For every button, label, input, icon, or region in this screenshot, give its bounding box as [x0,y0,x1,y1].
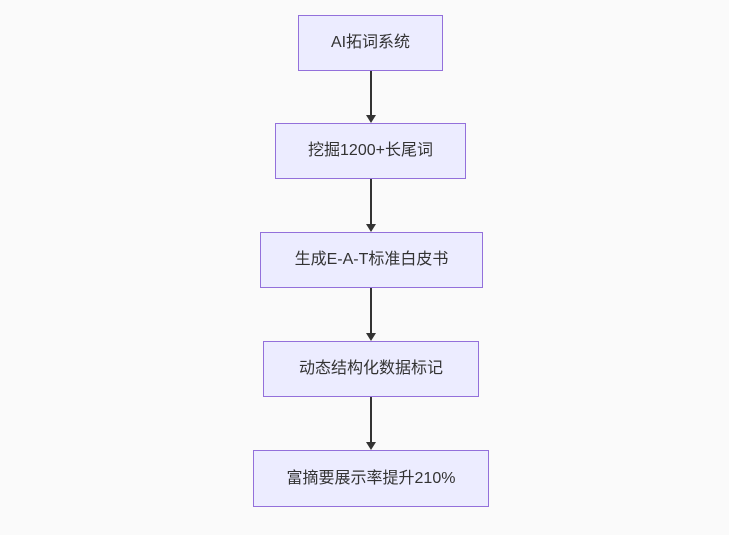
arrow-line [370,397,372,442]
node-label: 富摘要展示率提升210% [286,469,456,487]
node-label: AI拓词系统 [330,34,411,52]
flow-edge-b-c [366,179,376,232]
node-label: 生成E-A-T标准白皮书 [294,251,449,269]
flow-node-structured-data-markup: 动态结构化数据标记 [263,341,479,397]
arrow-line [370,179,372,224]
arrow-head-icon [366,333,376,341]
flow-edge-c-d [366,288,376,341]
arrow-head-icon [366,224,376,232]
node-label: 动态结构化数据标记 [298,360,443,378]
node-label: 挖掘1200+长尾词 [308,142,433,160]
arrow-line [370,288,372,333]
flow-node-longtail-keywords: 挖掘1200+长尾词 [275,123,466,179]
arrow-head-icon [366,442,376,450]
arrow-head-icon [366,115,376,123]
flow-edge-d-e [366,397,376,450]
flow-node-ai-keyword-system: AI拓词系统 [298,15,443,71]
flow-edge-a-b [366,71,376,123]
arrow-line [370,71,372,115]
flow-node-rich-snippet-rate: 富摘要展示率提升210% [253,450,489,507]
flow-node-eat-whitepaper: 生成E-A-T标准白皮书 [260,232,483,288]
